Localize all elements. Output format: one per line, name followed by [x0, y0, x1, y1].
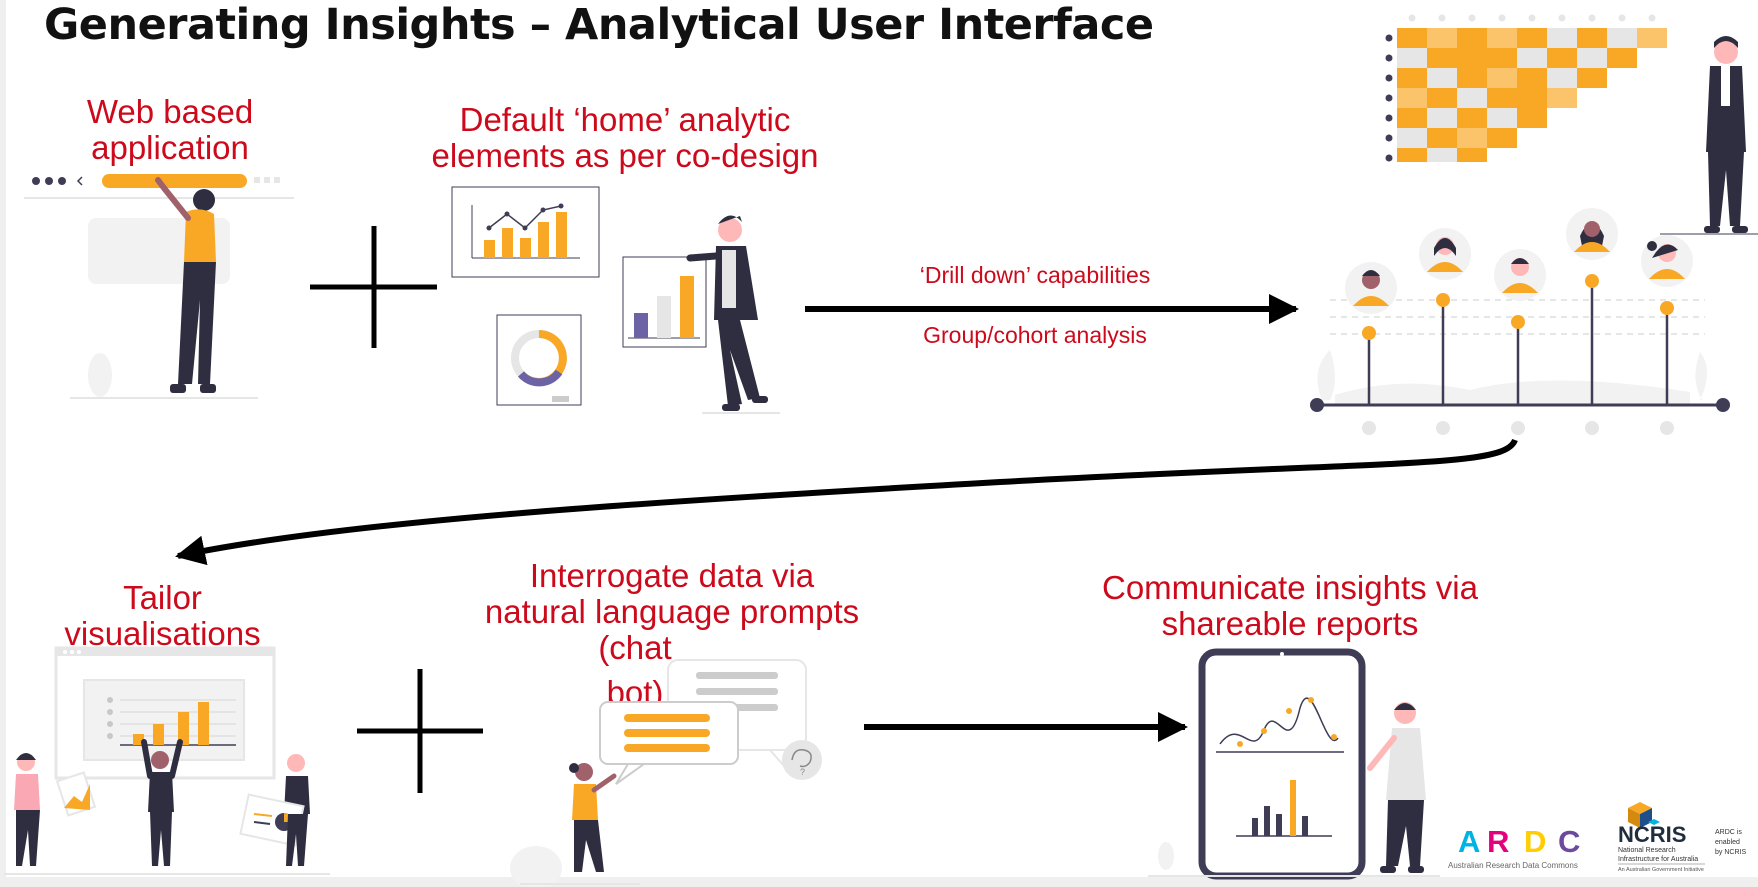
ncris-note-3: by NCRIS [1715, 849, 1746, 856]
label-interrogate-data: Interrogate data via natural language pr… [484, 557, 860, 630]
ardc-letter-d: D [1524, 824, 1546, 859]
ncris-subtitle-3: An Australian Government Initiative [1618, 867, 1704, 873]
label-communicate-insights: Communicate insights via shareable repor… [1102, 569, 1478, 642]
label-drill-down: ‘Drill down’ capabilities [919, 262, 1151, 288]
ncris-note-1: ARDC is [1715, 829, 1742, 836]
ardc-letter-r: R [1487, 824, 1509, 859]
standing-man-figure [1660, 36, 1758, 235]
ardc-caption: Australian Research Data Commons [1448, 861, 1578, 870]
slide-left-border [0, 0, 6, 887]
report-tablet-illustration [1148, 648, 1440, 880]
ncris-logo: NCRIS National Research Infrastructure f… [1618, 802, 1746, 873]
plus-sign-1 [310, 226, 437, 348]
label-tailor-visualisations: Tailor visualisations [64, 579, 261, 652]
ncris-subtitle-2: Infrastructure for Australia [1618, 856, 1698, 863]
ardc-letter-a: A [1458, 824, 1480, 859]
home-analytics-illustration [451, 186, 780, 414]
label-web-based-application: Web based application [86, 93, 254, 166]
svg-text:?: ? [800, 767, 805, 777]
ardc-logo: A R D C Australian Research Data Commons [1448, 824, 1580, 870]
web-app-illustration [24, 174, 294, 399]
cohort-lollipop-chart [1310, 208, 1730, 435]
label-default-home-elements: Default ‘home’ analytic elements as per … [431, 101, 819, 174]
slide-bottom-border [0, 877, 1758, 887]
slide-title: Generating Insights – Analytical User In… [44, 0, 1154, 50]
ncris-subtitle-1: National Research [1618, 847, 1676, 854]
ncris-name: NCRIS [1618, 822, 1686, 847]
heatmap-grid [1385, 14, 1667, 162]
plus-sign-2 [357, 669, 483, 793]
curved-arrow-to-tailor [175, 438, 1518, 566]
ardc-letter-c: C [1558, 824, 1580, 859]
label-group-cohort: Group/cohort analysis [923, 322, 1147, 348]
tailor-visualisations-illustration [4, 646, 330, 875]
ncris-note-2: enabled [1715, 839, 1740, 846]
chatbot-illustration: ? [510, 659, 822, 887]
